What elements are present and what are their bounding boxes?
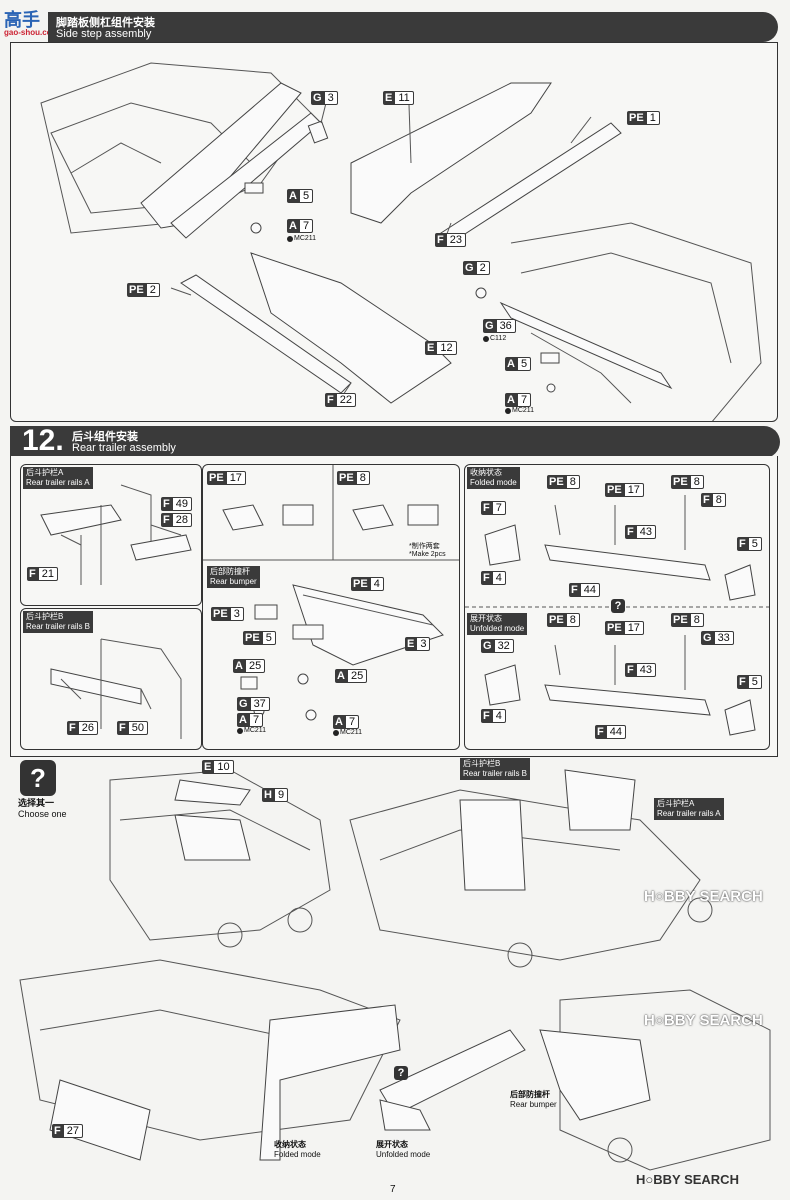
step-number: 12. [22,424,64,457]
bumper-mc211: MC211 [237,727,266,734]
step12-header: 12. 后斗组件安装 Rear trailer assembly [10,424,780,458]
side-step-title-zh: 脚踏板侧杠组件安装 [56,17,155,29]
mc-dot-icon [237,727,243,734]
bumper-mc211b: MC211 [333,729,362,736]
lower-assembly-drawing [19,769,771,1171]
hobby-search-watermark-2: H○BBY SEARCH [644,1012,763,1029]
mc-dot-icon [333,729,339,736]
rail-b-drawing [50,638,182,739]
side-step-drawing [40,62,762,421]
step12-title-en: Rear trailer assembly [72,442,176,454]
mc-dot-icon [505,407,511,414]
unfolded-question-icon: ? [611,599,625,613]
rail-a-drawing [40,484,192,585]
logo-url: gao-shou.com [4,28,59,37]
footer-hobby-logo: H○BBY SEARCH [636,1172,739,1187]
c112-tag: C112 [483,335,506,342]
ramp-drawing [465,495,769,736]
lower-question-icon: ? [394,1066,408,1080]
hobby-search-watermark: H○BBY SEARCH [644,888,763,905]
mc-dot-icon [287,235,293,242]
page-number: 7 [390,1184,396,1195]
mc211-tag: MC211 [287,235,316,242]
make-2pcs-note: *制作两套*Make 2pcs [409,543,446,558]
choose-question-icon: ? [20,760,56,796]
side-step-header: 脚踏板侧杠组件安装 Side step assembly [48,12,778,42]
mc211b-tag: MC211 [505,407,534,414]
step12-title-zh: 后斗组件安装 [72,431,138,443]
mc-dot-icon [483,335,489,342]
site-logo: 高手 gao-shou.com [4,6,64,38]
side-step-title-en: Side step assembly [56,28,152,40]
logo-glyph: 高手 [4,10,40,31]
